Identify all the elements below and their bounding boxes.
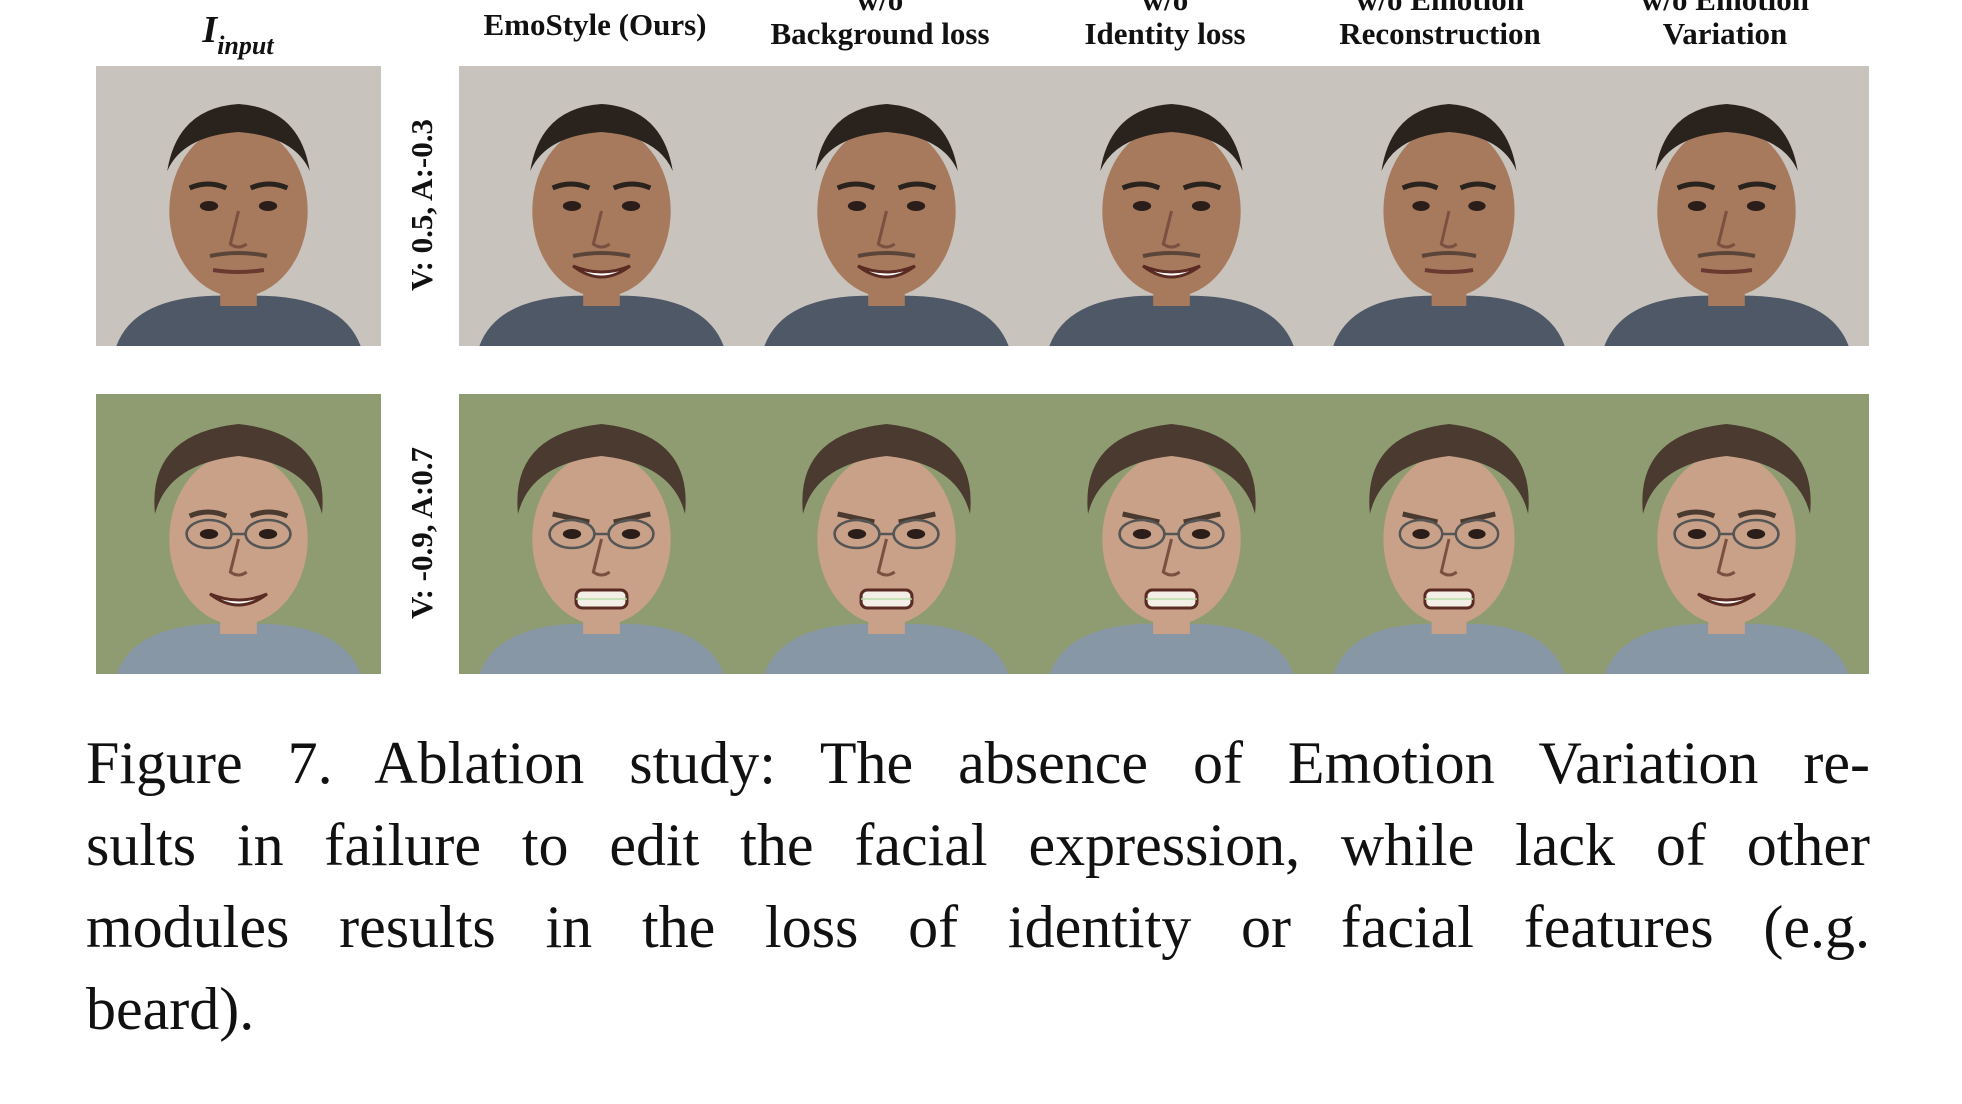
input-label-sub: input bbox=[217, 31, 274, 60]
column-header-line: w/o bbox=[740, 0, 1020, 17]
column-header-line: Variation bbox=[1662, 16, 1788, 51]
column-header-line: Identity loss bbox=[1084, 16, 1246, 51]
column-header-line: w/o bbox=[1025, 0, 1305, 17]
input-column-header: Iinput bbox=[182, 8, 294, 60]
caption-line-2: sults in failure to edit the facial expr… bbox=[86, 812, 1870, 878]
image-row2-wo-emotion-variation bbox=[1584, 394, 1869, 674]
image-row1-wo-emotion-variation bbox=[1584, 66, 1869, 346]
column-header-wo-background: w/o Background loss bbox=[740, 0, 1020, 51]
face-illustration bbox=[1314, 394, 1584, 674]
image-row2-wo-background bbox=[744, 394, 1029, 674]
column-header-wo-identity: w/o Identity loss bbox=[1025, 0, 1305, 51]
column-header-emostyle: EmoStyle (Ours) bbox=[455, 8, 735, 42]
image-row1-wo-emotion-reconstruction bbox=[1314, 66, 1584, 346]
row-label-1: V: 0.5, A:-0.3 bbox=[392, 66, 452, 344]
column-header-wo-emotion-variation: w/o Emotion Variation bbox=[1585, 0, 1865, 51]
caption-line-3: modules results in the loss of identity … bbox=[86, 894, 1870, 960]
column-header-line: w/o Emotion bbox=[1300, 0, 1580, 17]
image-row2-emostyle bbox=[459, 394, 744, 674]
face-illustration bbox=[1584, 66, 1869, 346]
face-illustration bbox=[1029, 66, 1314, 346]
row-label-text: V: -0.9, A:0.7 bbox=[404, 447, 440, 619]
column-header-line: EmoStyle (Ours) bbox=[483, 7, 707, 42]
face-illustration bbox=[459, 66, 744, 346]
caption-line-4: beard). bbox=[86, 976, 255, 1042]
caption-line-1: Figure 7. Ablation study: The absence of… bbox=[86, 730, 1870, 796]
input-label-main: I bbox=[202, 9, 218, 51]
image-row2-input bbox=[96, 394, 381, 674]
column-header-line: Background loss bbox=[770, 16, 990, 51]
face-illustration bbox=[1584, 394, 1869, 674]
face-illustration bbox=[459, 394, 744, 674]
column-header-line: w/o Emotion bbox=[1585, 0, 1865, 17]
image-row2-wo-identity bbox=[1029, 394, 1314, 674]
face-illustration bbox=[744, 394, 1029, 674]
face-illustration bbox=[96, 66, 381, 346]
column-header-wo-emotion-reconstruction: w/o Emotion Reconstruction bbox=[1300, 0, 1580, 51]
row-label-text: V: 0.5, A:-0.3 bbox=[404, 119, 440, 291]
column-header-line: Reconstruction bbox=[1339, 16, 1541, 51]
face-illustration bbox=[1029, 394, 1314, 674]
image-row2-wo-emotion-reconstruction bbox=[1314, 394, 1584, 674]
image-row1-input bbox=[96, 66, 381, 346]
face-illustration bbox=[1314, 66, 1584, 346]
face-illustration bbox=[96, 394, 381, 674]
figure-caption: Figure 7. Ablation study: The absence of… bbox=[86, 722, 1870, 1050]
image-row1-wo-background bbox=[744, 66, 1029, 346]
image-row1-wo-identity bbox=[1029, 66, 1314, 346]
row-label-2: V: -0.9, A:0.7 bbox=[392, 394, 452, 672]
image-row1-emostyle bbox=[459, 66, 744, 346]
face-illustration bbox=[744, 66, 1029, 346]
